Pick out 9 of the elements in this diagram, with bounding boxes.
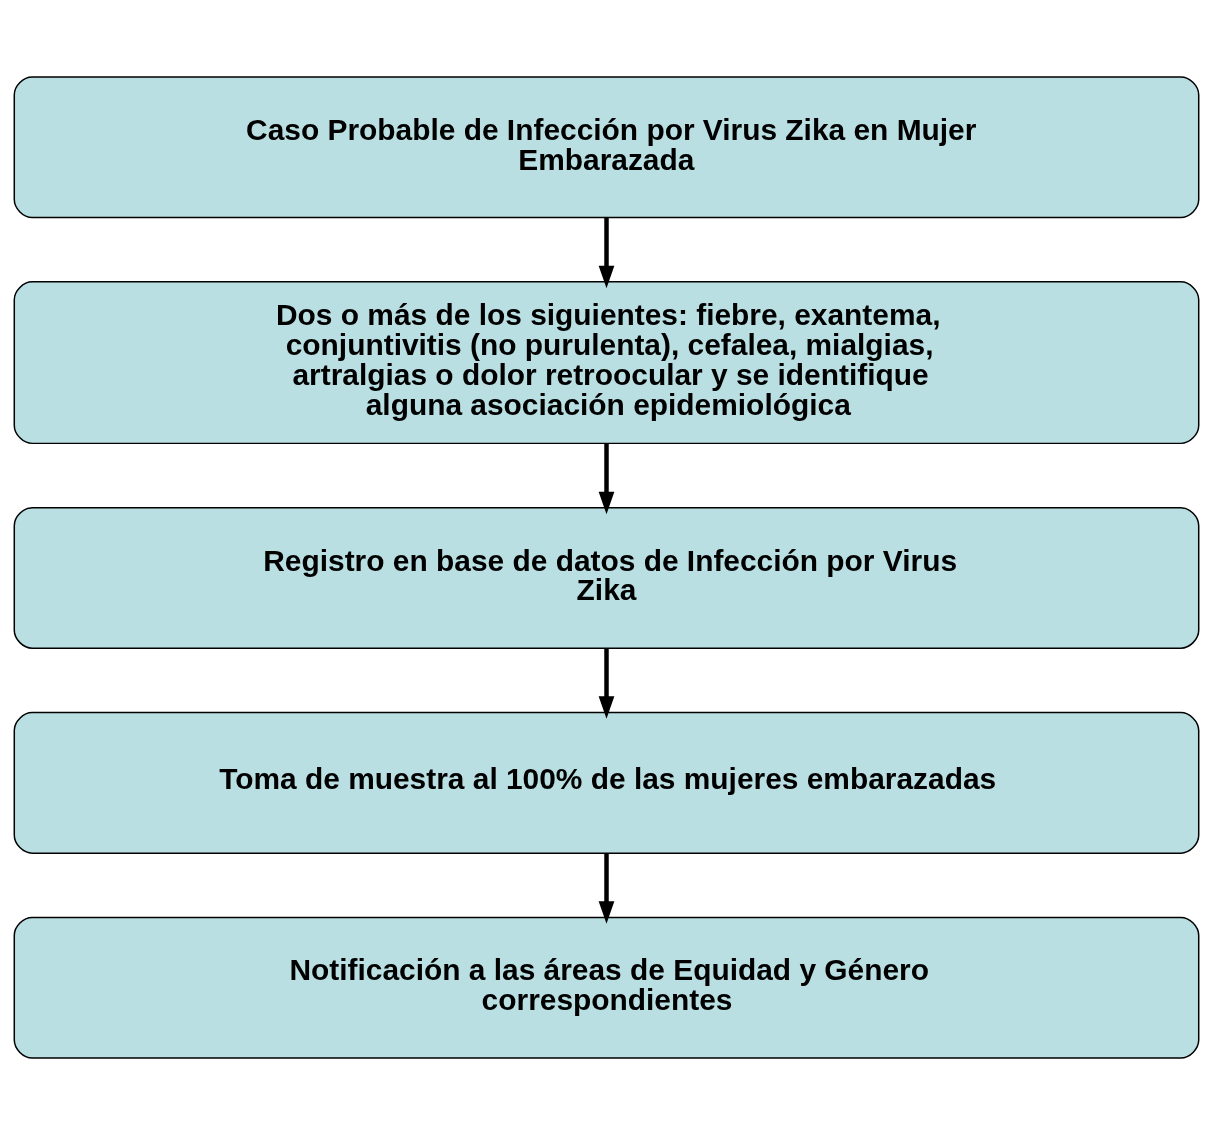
arrow: [598, 217, 615, 288]
node-box: Toma de muestra al 100% de las mujeres embarazadas: [13, 711, 1200, 854]
node-box: Dos o más de los siguientes: fiebre, exantema, conjuntivitis (no purulenta), cefalea, mialgias, artralgias o dolor retroocular y se identifique alguna asociación epidemiológica: [13, 280, 1200, 444]
node-box: Notificación a las áreas de Equidad y Género correspondientes: [13, 916, 1200, 1059]
arrow: [598, 443, 615, 514]
arrow: [598, 647, 615, 719]
node-box: Caso Probable de Infección por Virus Zika en Mujer Embarazada: [13, 75, 1200, 218]
arrow: [598, 852, 615, 924]
node-box: Registro en base de datos de Infección por Virus Zika: [13, 506, 1200, 649]
